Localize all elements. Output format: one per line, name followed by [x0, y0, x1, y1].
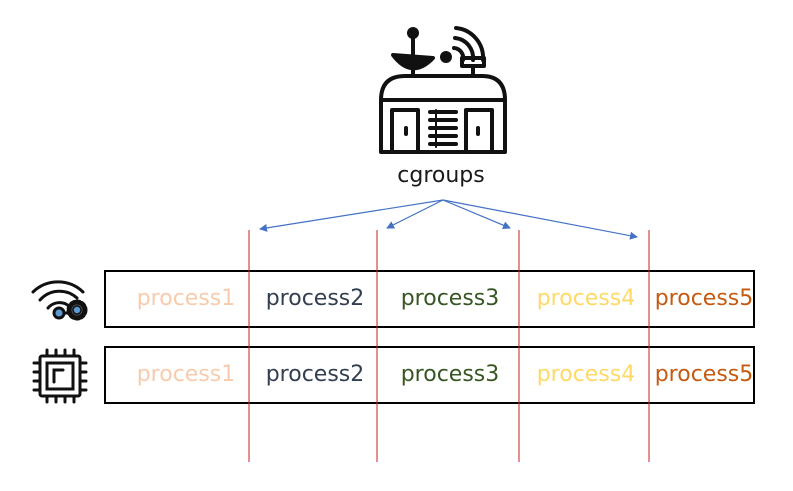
arrow-to-process3 [386, 199, 444, 229]
process3-label: process3 [400, 362, 500, 387]
network-settings-icon [31, 280, 88, 321]
cgroups-label: cgroups [397, 163, 485, 188]
process5-label: process5 [654, 362, 754, 387]
process1-label: process1 [136, 286, 236, 311]
arrow-to-process5 [442, 199, 638, 240]
network-process-row: process1 process2 process3 process4 proc… [104, 270, 755, 328]
process3-label: process3 [400, 286, 500, 311]
process1-label: process1 [136, 362, 236, 387]
satellite-station-icon [379, 26, 507, 154]
cgroup-arrows [259, 199, 638, 240]
process4-label: process4 [536, 362, 636, 387]
arrow-to-process4 [442, 199, 511, 229]
cpu-chip-icon [32, 348, 88, 404]
process2-label: process2 [265, 362, 365, 387]
cpu-process-row: process1 process2 process3 process4 proc… [104, 346, 755, 404]
process2-label: process2 [265, 286, 365, 311]
arrow-to-process2 [259, 199, 444, 232]
process4-label: process4 [536, 286, 636, 311]
process5-label: process5 [654, 286, 754, 311]
